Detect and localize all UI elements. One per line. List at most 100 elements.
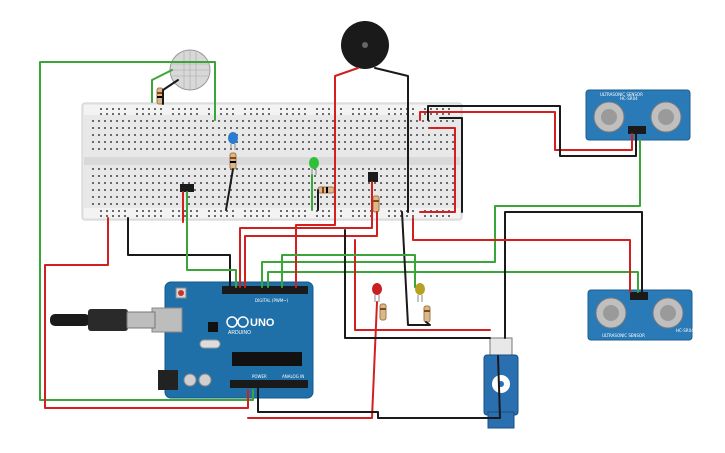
breadboard-hole xyxy=(430,108,432,110)
wire-green-sensor-bottom xyxy=(267,271,639,293)
breadboard-hole xyxy=(446,182,448,184)
breadboard-hole xyxy=(260,120,262,122)
breadboard-hole xyxy=(298,210,300,212)
breadboard-hole xyxy=(176,120,178,122)
breadboard-hole xyxy=(380,189,382,191)
breadboard-hole xyxy=(170,127,172,129)
breadboard-hole xyxy=(200,189,202,191)
breadboard-hole xyxy=(446,196,448,198)
breadboard-hole xyxy=(104,148,106,150)
breadboard-hole xyxy=(434,148,436,150)
breadboard-hole xyxy=(224,175,226,177)
breadboard-hole xyxy=(232,210,234,212)
breadboard-hole xyxy=(152,127,154,129)
breadboard-hole xyxy=(248,120,250,122)
breadboard-hole xyxy=(398,168,400,170)
resistor-red-led xyxy=(379,303,387,321)
breadboard-hole xyxy=(248,175,250,177)
breadboard-hole xyxy=(118,108,120,110)
breadboard-hole xyxy=(440,168,442,170)
breadboard-hole xyxy=(278,148,280,150)
breadboard-hole xyxy=(398,134,400,136)
breadboard-hole xyxy=(452,148,454,150)
breadboard-hole xyxy=(422,203,424,205)
breadboard-hole xyxy=(92,182,94,184)
breadboard-hole xyxy=(200,127,202,129)
breadboard-hole xyxy=(368,189,370,191)
breadboard-hole xyxy=(250,215,252,217)
breadboard-hole xyxy=(266,189,268,191)
breadboard-hole xyxy=(278,196,280,198)
breadboard-hole xyxy=(280,113,282,115)
breadboard-hole xyxy=(380,120,382,122)
breadboard-hole xyxy=(292,113,294,115)
breadboard-hole xyxy=(224,127,226,129)
breadboard-hole xyxy=(92,189,94,191)
breadboard-hole xyxy=(260,189,262,191)
breadboard-hole xyxy=(322,113,324,115)
breadboard-hole xyxy=(434,141,436,143)
breadboard-hole xyxy=(308,168,310,170)
breadboard-hole xyxy=(158,148,160,150)
breadboard-hole xyxy=(320,148,322,150)
breadboard-hole xyxy=(296,189,298,191)
breadboard-hole xyxy=(356,120,358,122)
breadboard-hole xyxy=(278,189,280,191)
breadboard-hole xyxy=(188,175,190,177)
breadboard-hole xyxy=(98,168,100,170)
breadboard-hole xyxy=(146,175,148,177)
breadboard-hole xyxy=(260,127,262,129)
breadboard-hole xyxy=(206,141,208,143)
breadboard-hole xyxy=(260,148,262,150)
usb-cable xyxy=(50,309,156,331)
breadboard-hole xyxy=(416,168,418,170)
breadboard-hole xyxy=(344,120,346,122)
breadboard-hole xyxy=(116,175,118,177)
breadboard-hole xyxy=(434,196,436,198)
breadboard-hole xyxy=(404,141,406,143)
breadboard-hole xyxy=(314,203,316,205)
breadboard-hole xyxy=(170,120,172,122)
breadboard-hole xyxy=(290,189,292,191)
breadboard-hole xyxy=(286,215,288,217)
breadboard-hole xyxy=(110,120,112,122)
sensor-bottom-pins xyxy=(630,292,648,300)
breadboard-hole xyxy=(106,215,108,217)
breadboard-hole xyxy=(104,127,106,129)
breadboard-hole xyxy=(224,134,226,136)
breadboard-hole xyxy=(404,175,406,177)
breadboard-hole xyxy=(212,189,214,191)
breadboard-hole xyxy=(350,196,352,198)
breadboard-hole xyxy=(134,203,136,205)
breadboard-hole xyxy=(364,108,366,110)
breadboard-hole xyxy=(322,108,324,110)
breadboard-hole xyxy=(308,141,310,143)
breadboard-hole xyxy=(308,196,310,198)
breadboard-hole xyxy=(134,189,136,191)
breadboard-hole xyxy=(314,141,316,143)
breadboard-hole xyxy=(148,215,150,217)
breadboard-hole xyxy=(200,196,202,198)
wire-black-servo xyxy=(504,211,643,339)
breadboard-hole xyxy=(244,113,246,115)
sensor-top-pins xyxy=(628,126,646,134)
breadboard-hole xyxy=(128,196,130,198)
breadboard-hole xyxy=(422,196,424,198)
breadboard-hole xyxy=(452,203,454,205)
breadboard-hole xyxy=(248,196,250,198)
breadboard-hole xyxy=(386,148,388,150)
breadboard-hole xyxy=(164,168,166,170)
breadboard-hole xyxy=(440,120,442,122)
breadboard-hole xyxy=(280,210,282,212)
breadboard-hole xyxy=(320,203,322,205)
breadboard-hole xyxy=(392,168,394,170)
breadboard-hole xyxy=(322,215,324,217)
breadboard-hole xyxy=(196,108,198,110)
breadboard-hole xyxy=(146,148,148,150)
breadboard-hole xyxy=(392,134,394,136)
breadboard-hole xyxy=(400,215,402,217)
breadboard-hole xyxy=(190,210,192,212)
resistor-breadboard xyxy=(372,195,380,213)
breadboard-hole xyxy=(152,141,154,143)
breadboard-hole xyxy=(200,134,202,136)
